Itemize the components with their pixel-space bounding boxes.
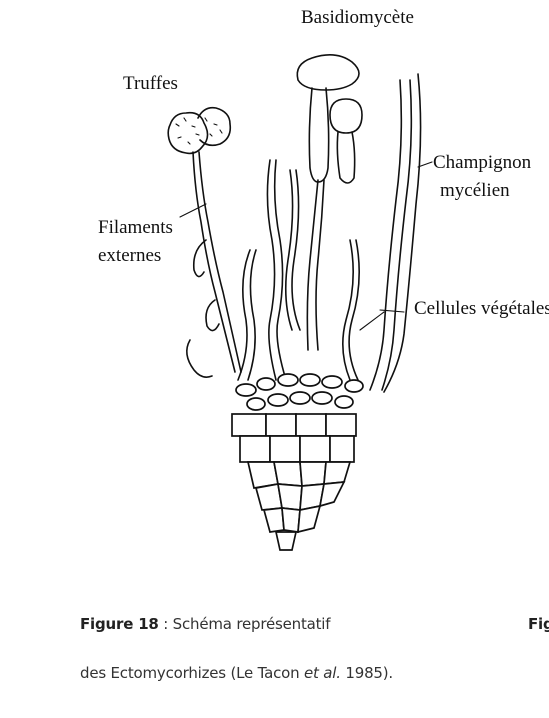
truffles-drawing — [167, 106, 242, 378]
cut-off-figure-label: Fig — [528, 615, 549, 633]
caption-et-al: et al. — [304, 664, 341, 682]
label-champignon-line2: mycélien — [440, 180, 510, 201]
caption-year: 1985). — [340, 664, 393, 682]
label-champignon-line1: Champignon — [433, 152, 532, 173]
caption-reference: des Ectomycorhizes (Le Tacon — [80, 664, 305, 682]
caption-title: Schéma représentatif — [172, 615, 331, 633]
ectomycorrhiza-diagram — [167, 54, 433, 551]
mycelium-filaments — [237, 73, 422, 393]
basidiomycete-drawing — [296, 54, 363, 351]
plant-cells — [231, 373, 364, 551]
label-truffes: Truffes — [123, 73, 178, 94]
label-filaments-line2: externes — [98, 245, 162, 266]
label-cellules: Cellules végétales — [414, 298, 549, 319]
figure-caption-cutoff: Fig — [528, 615, 549, 633]
label-basidiomycete: Basidiomycète — [301, 7, 414, 28]
figure-caption-line1: Figure 18 : Schéma représentatif — [80, 615, 331, 633]
label-filaments-line1: Filaments — [98, 217, 173, 238]
figure-caption-line2: des Ectomycorhizes (Le Tacon et al. 1985… — [80, 664, 393, 682]
figure-number: Figure 18 — [80, 615, 159, 633]
caption-separator: : — [158, 615, 173, 633]
leader-lines — [179, 161, 433, 331]
